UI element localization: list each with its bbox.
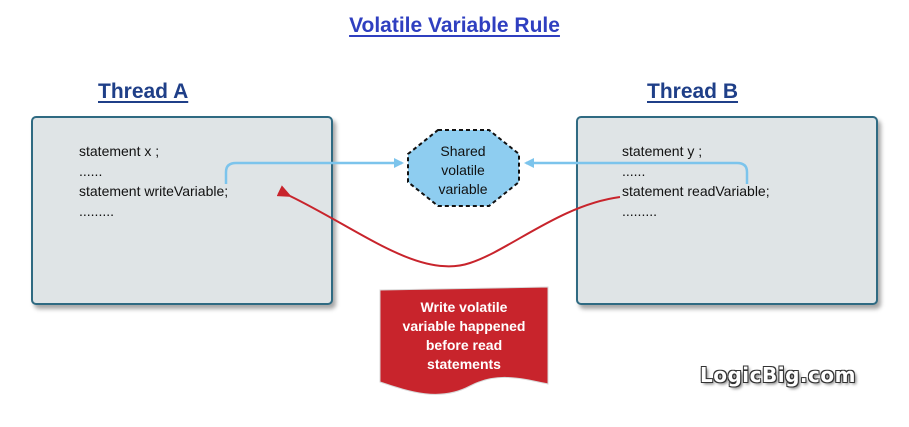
thread-b-statement-2: ...... — [622, 163, 646, 179]
banner-label-line: Write volatile — [420, 299, 508, 315]
thread-a-statement-3: statement writeVariable; — [79, 183, 229, 199]
banner-label-line: variable happened — [402, 318, 526, 334]
happens-before-banner — [379, 286, 549, 395]
diagram-title: Volatile Variable Rule — [349, 14, 560, 37]
shared-variable-label: Shared volatile variable — [408, 142, 518, 199]
thread-b-statement-4: ......... — [622, 203, 658, 219]
write-arrow — [224, 158, 404, 184]
thread-b-statement-1: statement y ; — [622, 143, 703, 159]
shared-label-line: volatile — [441, 162, 485, 178]
thread-a-statement-4: ......... — [79, 203, 115, 219]
thread-b-title: Thread B — [647, 80, 739, 103]
banner-label-line: before read — [425, 337, 503, 353]
shared-label-line: Shared — [440, 143, 486, 159]
happens-before-arrow — [276, 185, 621, 268]
thread-a-statement-1: statement x ; — [79, 143, 160, 159]
logicbig-logo: LogicBig.com — [700, 363, 856, 387]
shared-label-line: variable — [438, 181, 488, 197]
thread-b-box — [576, 116, 878, 305]
thread-a-statement-2: ...... — [79, 163, 103, 179]
shared-variable-shape — [407, 129, 520, 207]
thread-a-box — [31, 116, 333, 305]
thread-a-title: Thread A — [98, 80, 189, 103]
read-arrow — [524, 158, 749, 184]
banner-label-line: statements — [427, 356, 501, 372]
thread-b-statement-3: statement readVariable; — [622, 183, 770, 199]
banner-label: Write volatile variable happened before … — [379, 298, 549, 374]
